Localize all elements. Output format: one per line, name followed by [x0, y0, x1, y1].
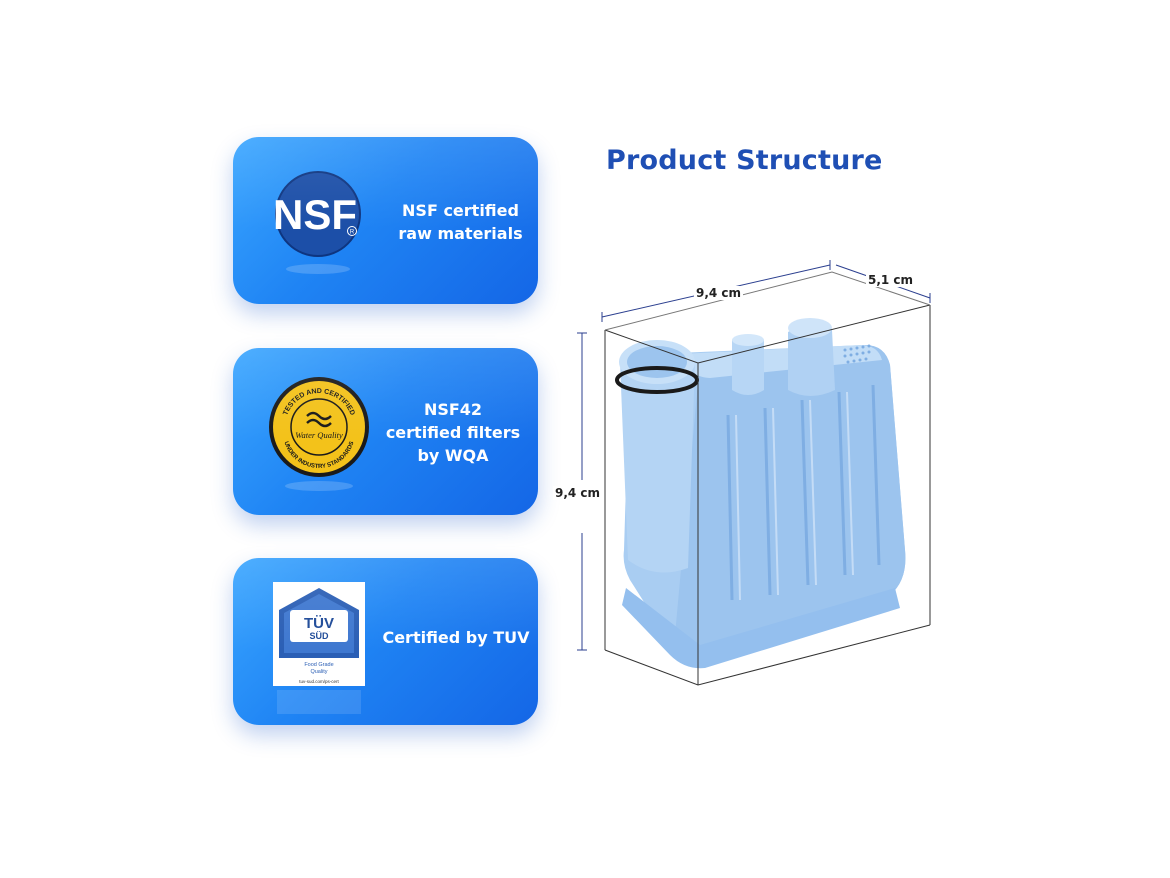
- wqa-line-1: NSF42: [423, 400, 483, 419]
- tuv-sud-mark-icon: TÜV SÜD Food Grade Quality tuv-sud.com/p…: [273, 582, 365, 714]
- svg-text:Water Quality: Water Quality: [295, 430, 343, 440]
- nsf-line-1: NSF certified: [402, 201, 519, 220]
- wqa-seal-icon: TESTED AND CERTIFIED UNDER INDUSTRY STAN…: [269, 377, 369, 491]
- filter-cartridge-illustration: [615, 318, 906, 669]
- height-dimension-label: 9,4 cm: [553, 486, 603, 500]
- svg-text:SÜD: SÜD: [309, 631, 329, 641]
- svg-text:Food Grade: Food Grade: [304, 662, 333, 668]
- nsf-line-2: raw materials: [398, 224, 523, 243]
- tuv-line-1: Certified by TUV: [382, 628, 530, 647]
- wqa-certification-card: TESTED AND CERTIFIED UNDER INDUSTRY STAN…: [233, 348, 538, 515]
- nsf-certification-card: NSF R NSF certified raw materials: [233, 137, 538, 304]
- dimension-wireframe: [604, 271, 931, 686]
- svg-text:R: R: [350, 230, 355, 236]
- tuv-certification-card: TÜV SÜD Food Grade Quality tuv-sud.com/p…: [233, 558, 538, 725]
- nsf-certification-text: NSF certified raw materials: [393, 199, 528, 245]
- svg-text:NSF: NSF: [273, 191, 357, 238]
- wqa-line-2: certified filters: [385, 423, 521, 442]
- filter-cartridge-diagram: [577, 260, 931, 686]
- page-title: Product Structure: [606, 145, 883, 176]
- svg-text:tuv-sud.com/ps-cert: tuv-sud.com/ps-cert: [299, 679, 339, 684]
- width-dimension-label: 9,4 cm: [694, 286, 744, 300]
- depth-dimension-label: 5,1 cm: [866, 273, 916, 287]
- svg-text:Quality: Quality: [310, 669, 327, 675]
- svg-text:TÜV: TÜV: [304, 615, 334, 632]
- wqa-line-3: by WQA: [417, 446, 489, 465]
- tuv-certification-text: Certified by TUV: [381, 626, 531, 649]
- nsf-logo-icon: NSF R: [273, 171, 361, 274]
- wqa-certification-text: NSF42 certified filters by WQA: [378, 398, 528, 467]
